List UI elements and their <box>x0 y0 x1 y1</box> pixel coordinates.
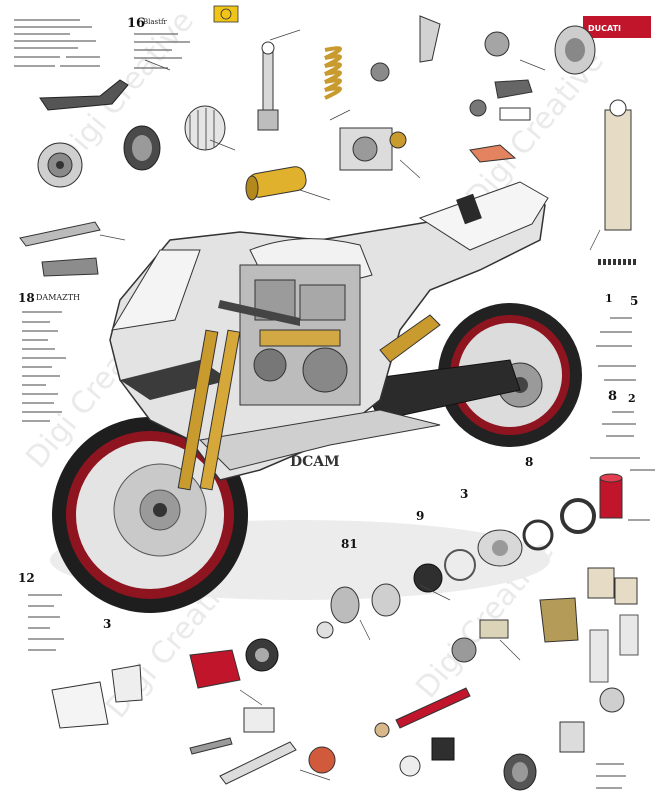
gear-icon <box>37 142 83 188</box>
spring-icon <box>589 629 609 683</box>
brand-badge: DUCATI <box>583 16 651 38</box>
gear-icon <box>477 529 523 567</box>
rod-icon <box>395 687 471 729</box>
bearing-icon <box>522 519 554 551</box>
legend-lines <box>602 411 636 437</box>
svg-text:81: 81 <box>341 537 358 551</box>
gear-icon <box>245 638 279 672</box>
legend-lines <box>22 311 66 422</box>
bearing-icon <box>560 498 596 534</box>
legend-lines <box>590 457 655 521</box>
coil-icon <box>503 753 537 791</box>
svg-text:Digi Creative: Digi Creative <box>459 44 611 215</box>
svg-text:9: 9 <box>416 509 424 523</box>
engine <box>239 264 361 406</box>
title-heading: Blastfr <box>143 18 168 26</box>
shock-absorber-icon <box>598 99 636 265</box>
bracket-icon <box>469 144 517 163</box>
bearing-icon <box>370 62 390 82</box>
rod-icon <box>189 737 233 755</box>
piston-icon <box>587 567 615 599</box>
right-legend: 1 5 8 2 <box>596 292 638 437</box>
title-legend: 16 Blastfr <box>14 16 190 69</box>
shock-absorber-icon <box>257 41 279 131</box>
bearing-icon <box>184 105 226 151</box>
bearing-icon <box>330 586 360 624</box>
bracket-icon <box>39 79 129 111</box>
left-legend: 18 DAMAZTH <box>18 291 80 422</box>
legend-lines <box>14 19 190 69</box>
leader-lines <box>99 29 601 781</box>
bracket-icon <box>494 79 533 99</box>
coil-icon <box>123 125 161 171</box>
rod-icon <box>19 221 101 247</box>
svg-text:3: 3 <box>460 487 468 501</box>
legend-lines <box>596 763 626 789</box>
gear-icon <box>484 31 510 57</box>
bracket-icon <box>539 597 579 643</box>
svg-text:1: 1 <box>605 292 613 305</box>
svg-text:12: 12 <box>18 571 35 585</box>
yellow-tag <box>213 5 239 23</box>
piston-icon <box>599 473 623 519</box>
svg-text:3: 3 <box>103 617 111 631</box>
svg-text:DUCATI: DUCATI <box>588 24 621 33</box>
rod-icon <box>219 741 297 785</box>
bracket-icon <box>189 649 241 689</box>
bearing-icon <box>371 583 401 617</box>
bracket-icon <box>41 257 99 277</box>
gear-icon <box>339 127 407 171</box>
left-legend-number: 18 <box>18 291 35 305</box>
callout-numbers: 8 3 9 81 3 <box>103 455 533 631</box>
top-parts <box>19 15 636 277</box>
lower-parts <box>51 457 655 791</box>
motorcycle-illustration: DCAM <box>50 181 582 613</box>
svg-text:8: 8 <box>525 455 533 469</box>
bracket-icon <box>51 681 109 729</box>
svg-text:8: 8 <box>608 389 617 404</box>
fairing-lettering: DCAM <box>290 454 340 470</box>
piston-icon <box>245 166 307 201</box>
front-fork <box>177 329 241 491</box>
left-legend-heading: DAMAZTH <box>36 293 80 302</box>
bearing-icon <box>444 549 476 581</box>
lower-left-legend: 12 <box>18 571 64 651</box>
title-number: 16 <box>127 16 145 31</box>
gear-icon <box>413 563 443 593</box>
svg-text:5: 5 <box>630 294 638 308</box>
bracket-icon <box>419 15 441 63</box>
legend-lines <box>596 317 636 381</box>
svg-text:2: 2 <box>628 392 636 405</box>
legend-lines <box>28 594 64 651</box>
spring-icon <box>324 46 342 100</box>
gear-icon <box>308 746 336 774</box>
